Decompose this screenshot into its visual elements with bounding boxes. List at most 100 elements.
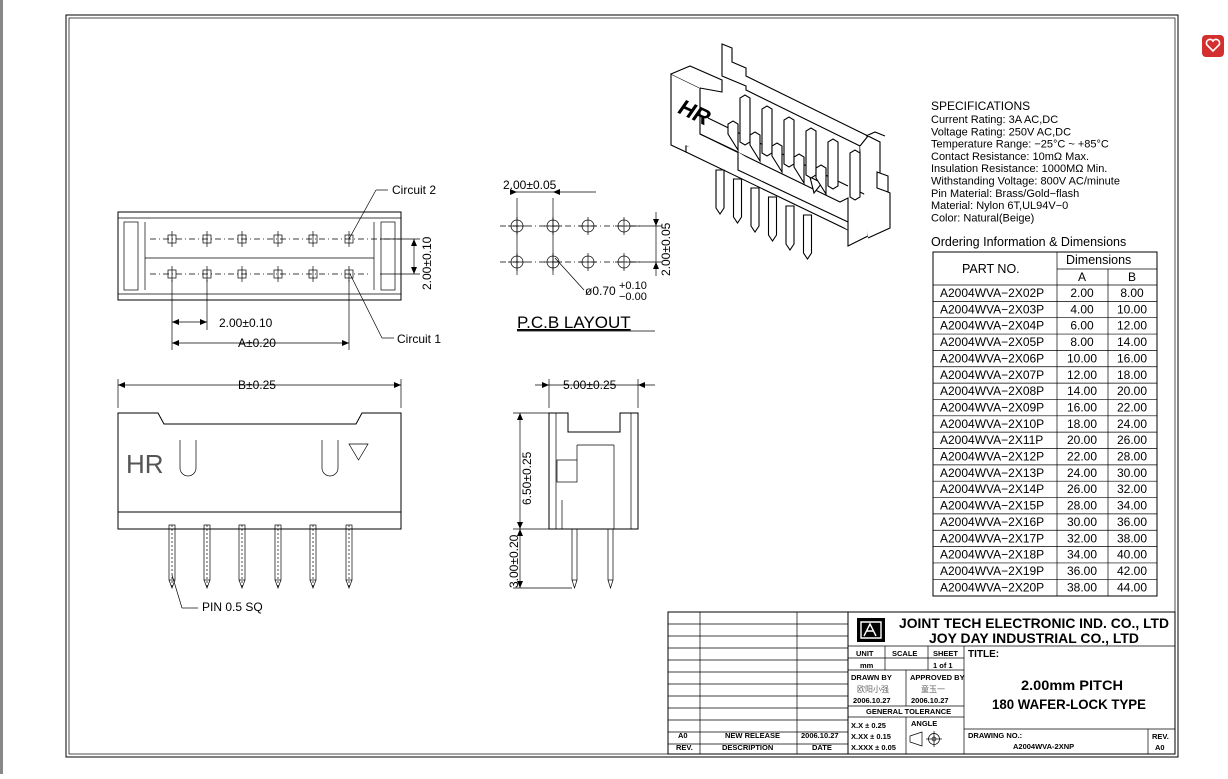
dim-a-cell: 10.00 <box>1067 351 1097 365</box>
sheet-value: 1 of 1 <box>933 661 953 670</box>
part-number-cell: A2004WVA−2X04P <box>940 319 1044 333</box>
part-number-cell: A2004WVA−2X06P <box>940 351 1044 365</box>
side-height-dim: 6.50±0.25 <box>520 451 534 505</box>
spec-line: Material: Nylon 6T,UL94V−0 <box>931 200 1068 212</box>
dim-b-cell: 26.00 <box>1117 433 1147 447</box>
dim-a-cell: 36.00 <box>1067 564 1097 578</box>
title-label: TITLE: <box>968 649 999 660</box>
iso-pin-upper <box>849 149 861 201</box>
general-tolerance-label: GENERAL TOLERANCE <box>866 707 951 716</box>
company-logo-icon <box>857 618 885 642</box>
pin-label: PIN 0.5 SQ <box>202 600 263 614</box>
dim-a-cell: 2.00 <box>1070 286 1094 300</box>
hr-logo: HR <box>126 449 164 479</box>
iso-pin-front-row <box>749 131 761 163</box>
part-number-cell: A2004WVA−2X18P <box>940 548 1044 562</box>
heart-icon[interactable] <box>1202 35 1224 57</box>
part-number-cell: A2004WVA−2X13P <box>940 466 1044 480</box>
rev-label: REV. <box>1152 732 1169 741</box>
specs-heading: SPECIFICATIONS <box>931 99 1030 113</box>
scale-label: SCALE <box>892 649 917 658</box>
unit-value: mm <box>860 661 874 670</box>
spec-line: Voltage Rating: 250V AC,DC <box>931 126 1071 138</box>
dim-a-cell: 16.00 <box>1067 400 1097 414</box>
projection-symbol-icon <box>909 731 942 747</box>
dim-a-cell: 8.00 <box>1070 335 1094 349</box>
dim-a: A±0.20 <box>238 336 276 350</box>
col-a-header: A <box>1078 270 1086 284</box>
dim-a-cell: 28.00 <box>1067 499 1097 513</box>
col-part-header: PART NO. <box>962 262 1020 276</box>
approved-date: 2006.10.27 <box>911 696 949 705</box>
tolerance-1: X.X ± 0.25 <box>851 721 886 730</box>
dim-a-cell: 14.00 <box>1067 384 1097 398</box>
drawing-no-label: DRAWING NO.: <box>968 731 1022 740</box>
iso-pin-front-row <box>771 142 783 174</box>
dim-a-cell: 20.00 <box>1067 433 1097 447</box>
dim-b-cell: 28.00 <box>1117 450 1147 464</box>
circuit2-label: Circuit 2 <box>392 183 436 197</box>
dim-pitch-vertical: 2.00±0.10 <box>420 236 434 290</box>
dim-a-cell: 32.00 <box>1067 531 1097 545</box>
dim-a-cell: 18.00 <box>1067 417 1097 431</box>
dim-a-cell: 4.00 <box>1070 302 1094 316</box>
unit-label: UNIT <box>856 649 874 658</box>
part-number-cell: A2004WVA−2X12P <box>940 450 1044 464</box>
pcb-pitch-vertical: 2.00±0.05 <box>659 222 673 276</box>
part-number-cell: A2004WVA−2X09P <box>940 400 1044 414</box>
dim-b-cell: 30.00 <box>1117 466 1147 480</box>
drawn-by-label: DRAWN BY <box>851 673 892 682</box>
tolerance-2: X.XX ± 0.15 <box>851 732 891 741</box>
outer-border <box>65 14 1179 758</box>
dim-a-cell: 24.00 <box>1067 466 1097 480</box>
part-number-cell: A2004WVA−2X16P <box>940 515 1044 529</box>
part-number-cell: A2004WVA−2X19P <box>940 564 1044 578</box>
iso-pin-lower <box>767 196 778 242</box>
specifications: SPECIFICATIONS Current Rating: 3A AC,DCV… <box>931 99 1120 224</box>
iso-pin-lower <box>802 214 813 260</box>
pcb-hole-plus: +0.10 <box>619 280 647 292</box>
pcb-hole-base: ø0.70 <box>585 284 616 298</box>
part-number-cell: A2004WVA−2X03P <box>940 302 1044 316</box>
company-name-1: JOINT TECH ELECTRONIC IND. CO., LTD <box>899 616 1169 631</box>
iso-pin-upper <box>783 116 795 168</box>
approved-by-name: 童玉一 <box>921 684 945 694</box>
part-number-cell: A2004WVA−2X10P <box>940 417 1044 431</box>
dim-b-cell: 10.00 <box>1117 302 1147 316</box>
dim-a-cell: 30.00 <box>1067 515 1097 529</box>
spec-line: Pin Material: Brass/Gold−flash <box>931 188 1079 200</box>
part-number-cell: A2004WVA−2X20P <box>940 580 1044 594</box>
dim-a-cell: 38.00 <box>1067 580 1097 594</box>
dim-b-cell: 8.00 <box>1120 286 1144 300</box>
col-dims-header: Dimensions <box>1066 253 1131 267</box>
spec-line: Contact Resistance: 10mΩ Max. <box>931 151 1089 163</box>
spec-line: Color: Natural(Beige) <box>931 212 1034 224</box>
iso-pin-lower <box>715 169 725 215</box>
part-number-cell: A2004WVA−2X14P <box>940 482 1044 496</box>
iso-pin-lower <box>732 178 743 224</box>
side-view <box>513 379 655 590</box>
iso-pin-upper <box>739 94 751 146</box>
history-date-header: DATE <box>812 743 832 752</box>
history-rev: A0 <box>678 731 688 740</box>
drawing-no-value: A2004WVA-2XNP <box>1013 742 1074 751</box>
history-date: 2006.10.27 <box>801 731 839 740</box>
spec-line: Current Rating: 3A AC,DC <box>931 114 1058 126</box>
spec-line: Withstanding Voltage: 800V AC/minute <box>931 176 1120 188</box>
drawn-date: 2006.10.27 <box>853 696 891 705</box>
iso-pin-lower <box>785 205 795 251</box>
spec-line: Temperature Range: −25°C ~ +85°C <box>931 139 1109 151</box>
dim-b-cell: 38.00 <box>1117 531 1147 545</box>
history-rev-header: REV. <box>676 743 693 752</box>
dim-b: B±0.25 <box>238 378 276 392</box>
pcb-layout <box>500 189 662 291</box>
tolerance-3: X.XXX ± 0.05 <box>851 743 896 752</box>
iso-pin-upper <box>827 138 839 190</box>
dim-b-cell: 12.00 <box>1117 319 1147 333</box>
iso-pin-upper <box>761 105 773 157</box>
dim-a-cell: 26.00 <box>1067 482 1097 496</box>
ordering-heading: Ordering Information & Dimensions <box>931 235 1126 249</box>
